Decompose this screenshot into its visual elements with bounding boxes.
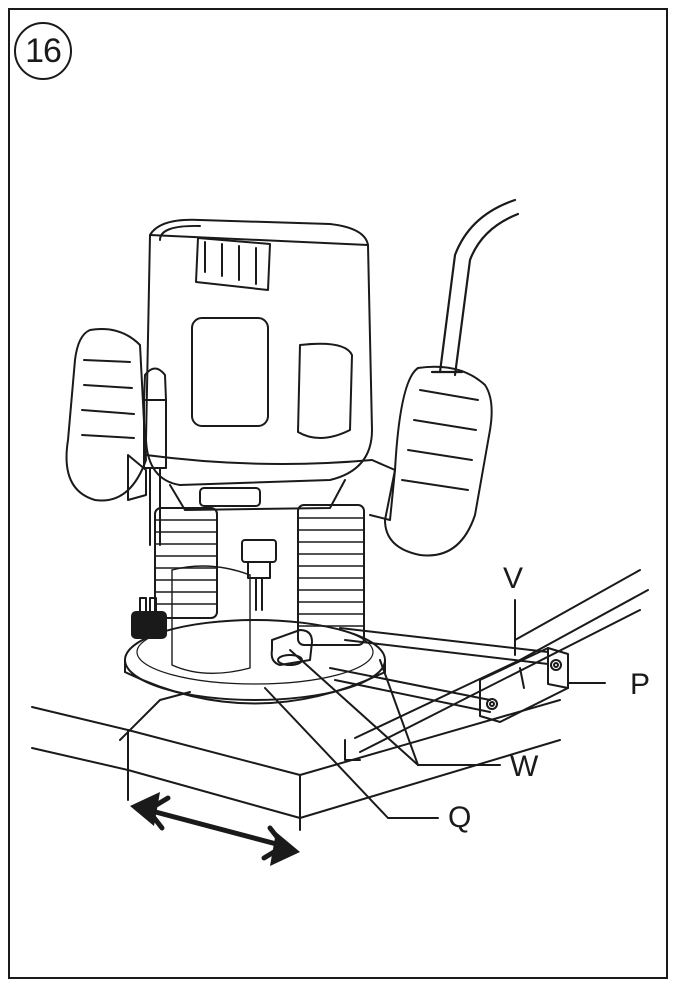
callout-q: Q [448,801,472,834]
fence-clamp-knob [270,629,313,666]
callout-leaders [264,599,606,819]
movement-arrowheads [130,792,300,866]
leader-q [264,687,439,819]
plunge-columns [154,504,365,646]
callout-p: P [630,668,651,701]
power-cord [430,198,520,377]
workpiece-board [31,699,561,831]
depth-rod [143,367,167,546]
callout-v: V [503,562,524,595]
step-number: 16 [25,31,62,70]
collet [241,539,277,611]
fence-bracket [479,647,569,723]
step-number-badge: 16 [14,22,72,80]
depth-stop-knob [131,597,167,639]
left-handle [65,328,147,502]
motor-housing [145,218,373,511]
right-handle [369,365,493,557]
base-plate [124,619,386,705]
callout-w: W [510,750,539,783]
leader-w-2 [379,659,419,766]
guide-rods [119,569,649,761]
